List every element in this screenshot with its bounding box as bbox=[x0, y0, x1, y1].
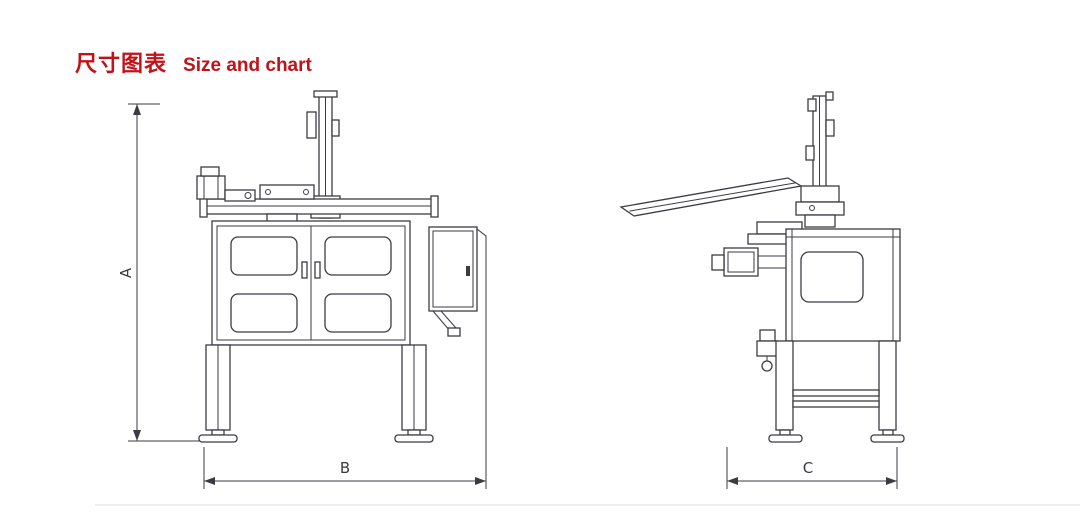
dimension-b: B bbox=[203, 311, 487, 489]
front-view-drawing bbox=[196, 90, 487, 443]
dimension-arrow-icon bbox=[204, 477, 215, 485]
dimension-arrow-icon bbox=[133, 104, 141, 115]
page-title-en: Size and chart bbox=[183, 55, 312, 76]
dimension-c-label: C bbox=[803, 459, 813, 477]
dimension-arrow-icon bbox=[727, 477, 738, 485]
page-title-cn: 尺寸图表 bbox=[75, 51, 168, 76]
dimension-arrow-icon bbox=[886, 477, 897, 485]
page-title: 尺寸图表 Size and chart bbox=[75, 46, 312, 78]
side-view-drawing bbox=[619, 91, 905, 443]
dimension-arrow-icon bbox=[475, 477, 486, 485]
dimension-c: C bbox=[726, 447, 898, 489]
dimension-a: A bbox=[117, 103, 199, 442]
dimension-b-label: B bbox=[340, 459, 350, 477]
dimension-arrow-icon bbox=[133, 430, 141, 441]
dimension-a-label: A bbox=[117, 267, 135, 278]
